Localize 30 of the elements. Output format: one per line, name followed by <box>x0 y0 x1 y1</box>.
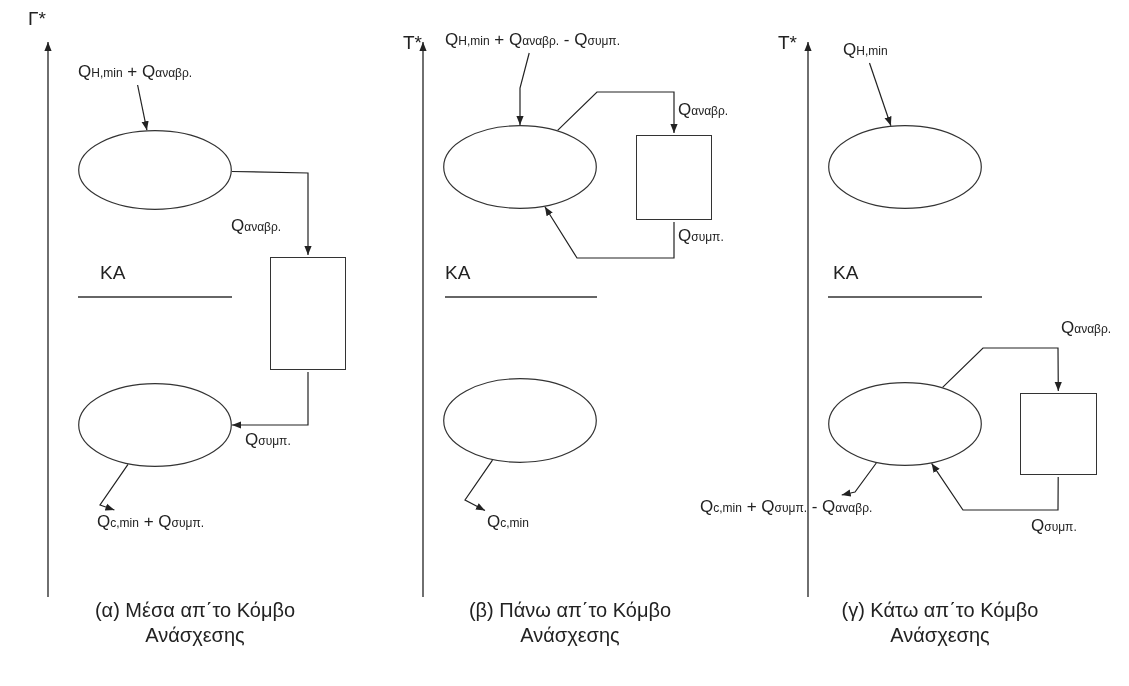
heat-pump-box <box>270 257 346 370</box>
arrow <box>231 170 312 256</box>
arrow <box>464 459 494 512</box>
temperature-interval-ellipse <box>828 382 982 466</box>
pinch-label: KA <box>833 262 859 284</box>
axis-label: Γ* <box>28 8 46 30</box>
arrow <box>942 347 1062 392</box>
pinch-label: KA <box>100 262 126 284</box>
temperature-interval-ellipse <box>828 125 982 209</box>
temperature-interval-ellipse <box>78 383 232 467</box>
heat-pump-box <box>1020 393 1097 475</box>
panel-caption: (α) Μέσα απ΄το Κόμβο Ανάσχεσης <box>93 598 297 648</box>
axis-label: T* <box>403 32 422 54</box>
panel-caption: (γ) Κάτω απ΄το Κόμβο Ανάσχεσης <box>840 598 1040 648</box>
pinch-label: KA <box>445 262 471 284</box>
arrow <box>544 206 675 259</box>
arrow <box>516 52 530 126</box>
axis-label: T* <box>778 32 797 54</box>
arrow <box>841 462 877 497</box>
heat-pump-box <box>636 135 712 220</box>
panel-caption: (β) Πάνω απ΄το Κόμβο Ανάσχεσης <box>467 598 673 648</box>
arrow <box>868 62 892 127</box>
temperature-interval-ellipse <box>443 378 597 463</box>
arrow <box>931 462 1059 511</box>
temperature-interval-ellipse <box>443 125 597 209</box>
arrow <box>137 84 149 131</box>
arrow <box>99 463 129 511</box>
temperature-interval-ellipse <box>78 130 232 210</box>
arrow <box>557 91 678 134</box>
arrow <box>231 371 309 429</box>
